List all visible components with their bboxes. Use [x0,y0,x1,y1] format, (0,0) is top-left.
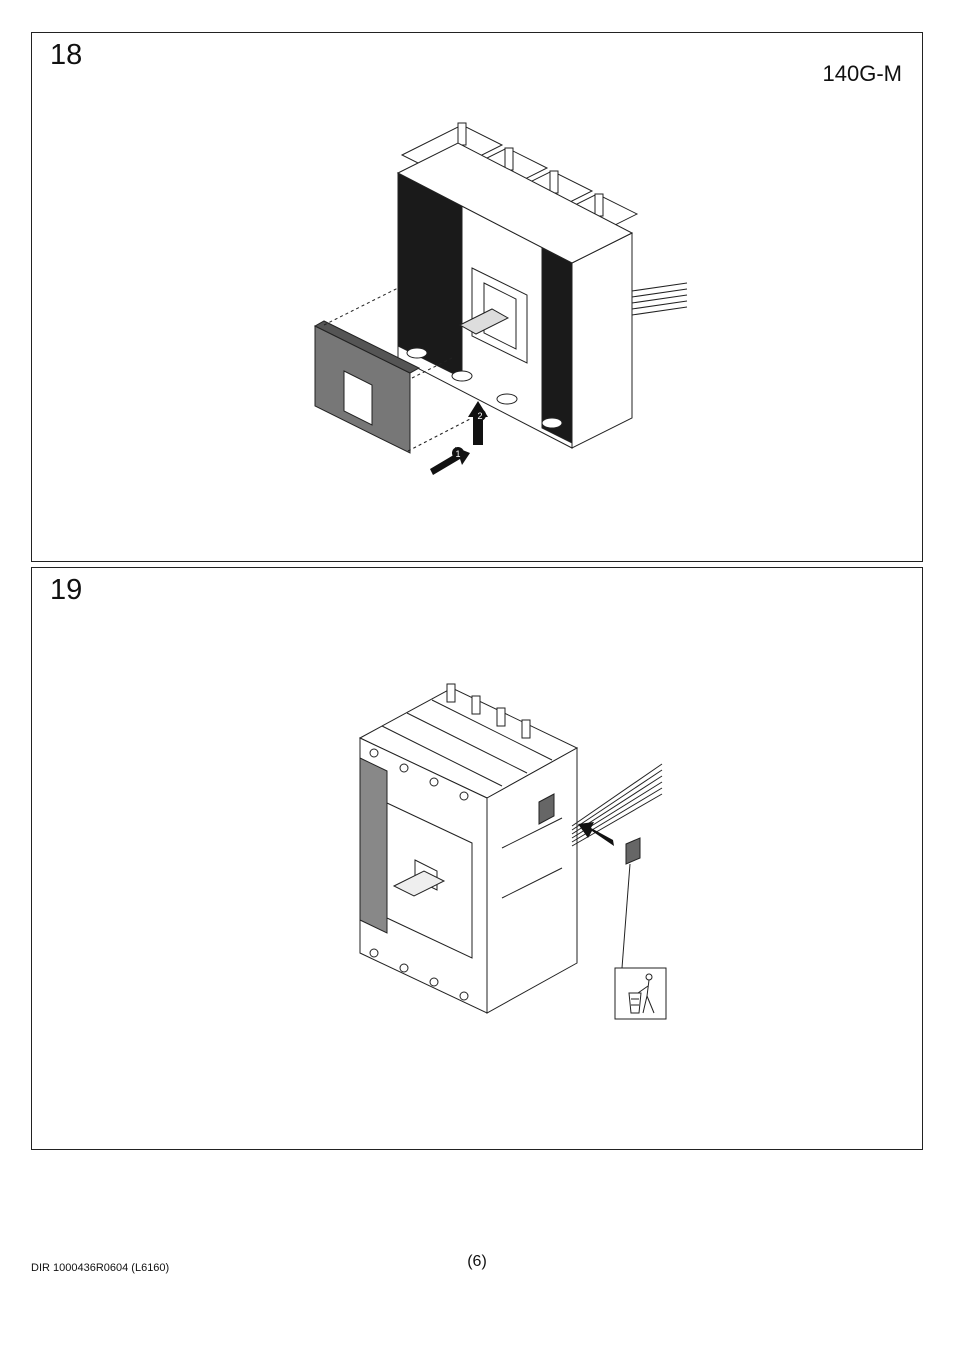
breaker-accessory-illustration [32,568,924,1151]
page-number: (6) [0,1253,954,1271]
breaker-cover-illustration: 1 2 [32,33,924,563]
step-19-panel: 19 [31,567,923,1150]
step-18-panel: 18 140G-M [31,32,923,562]
callout-1: 1 [455,449,460,459]
arrow-icon [578,822,614,846]
callout-2: 2 [477,411,482,421]
